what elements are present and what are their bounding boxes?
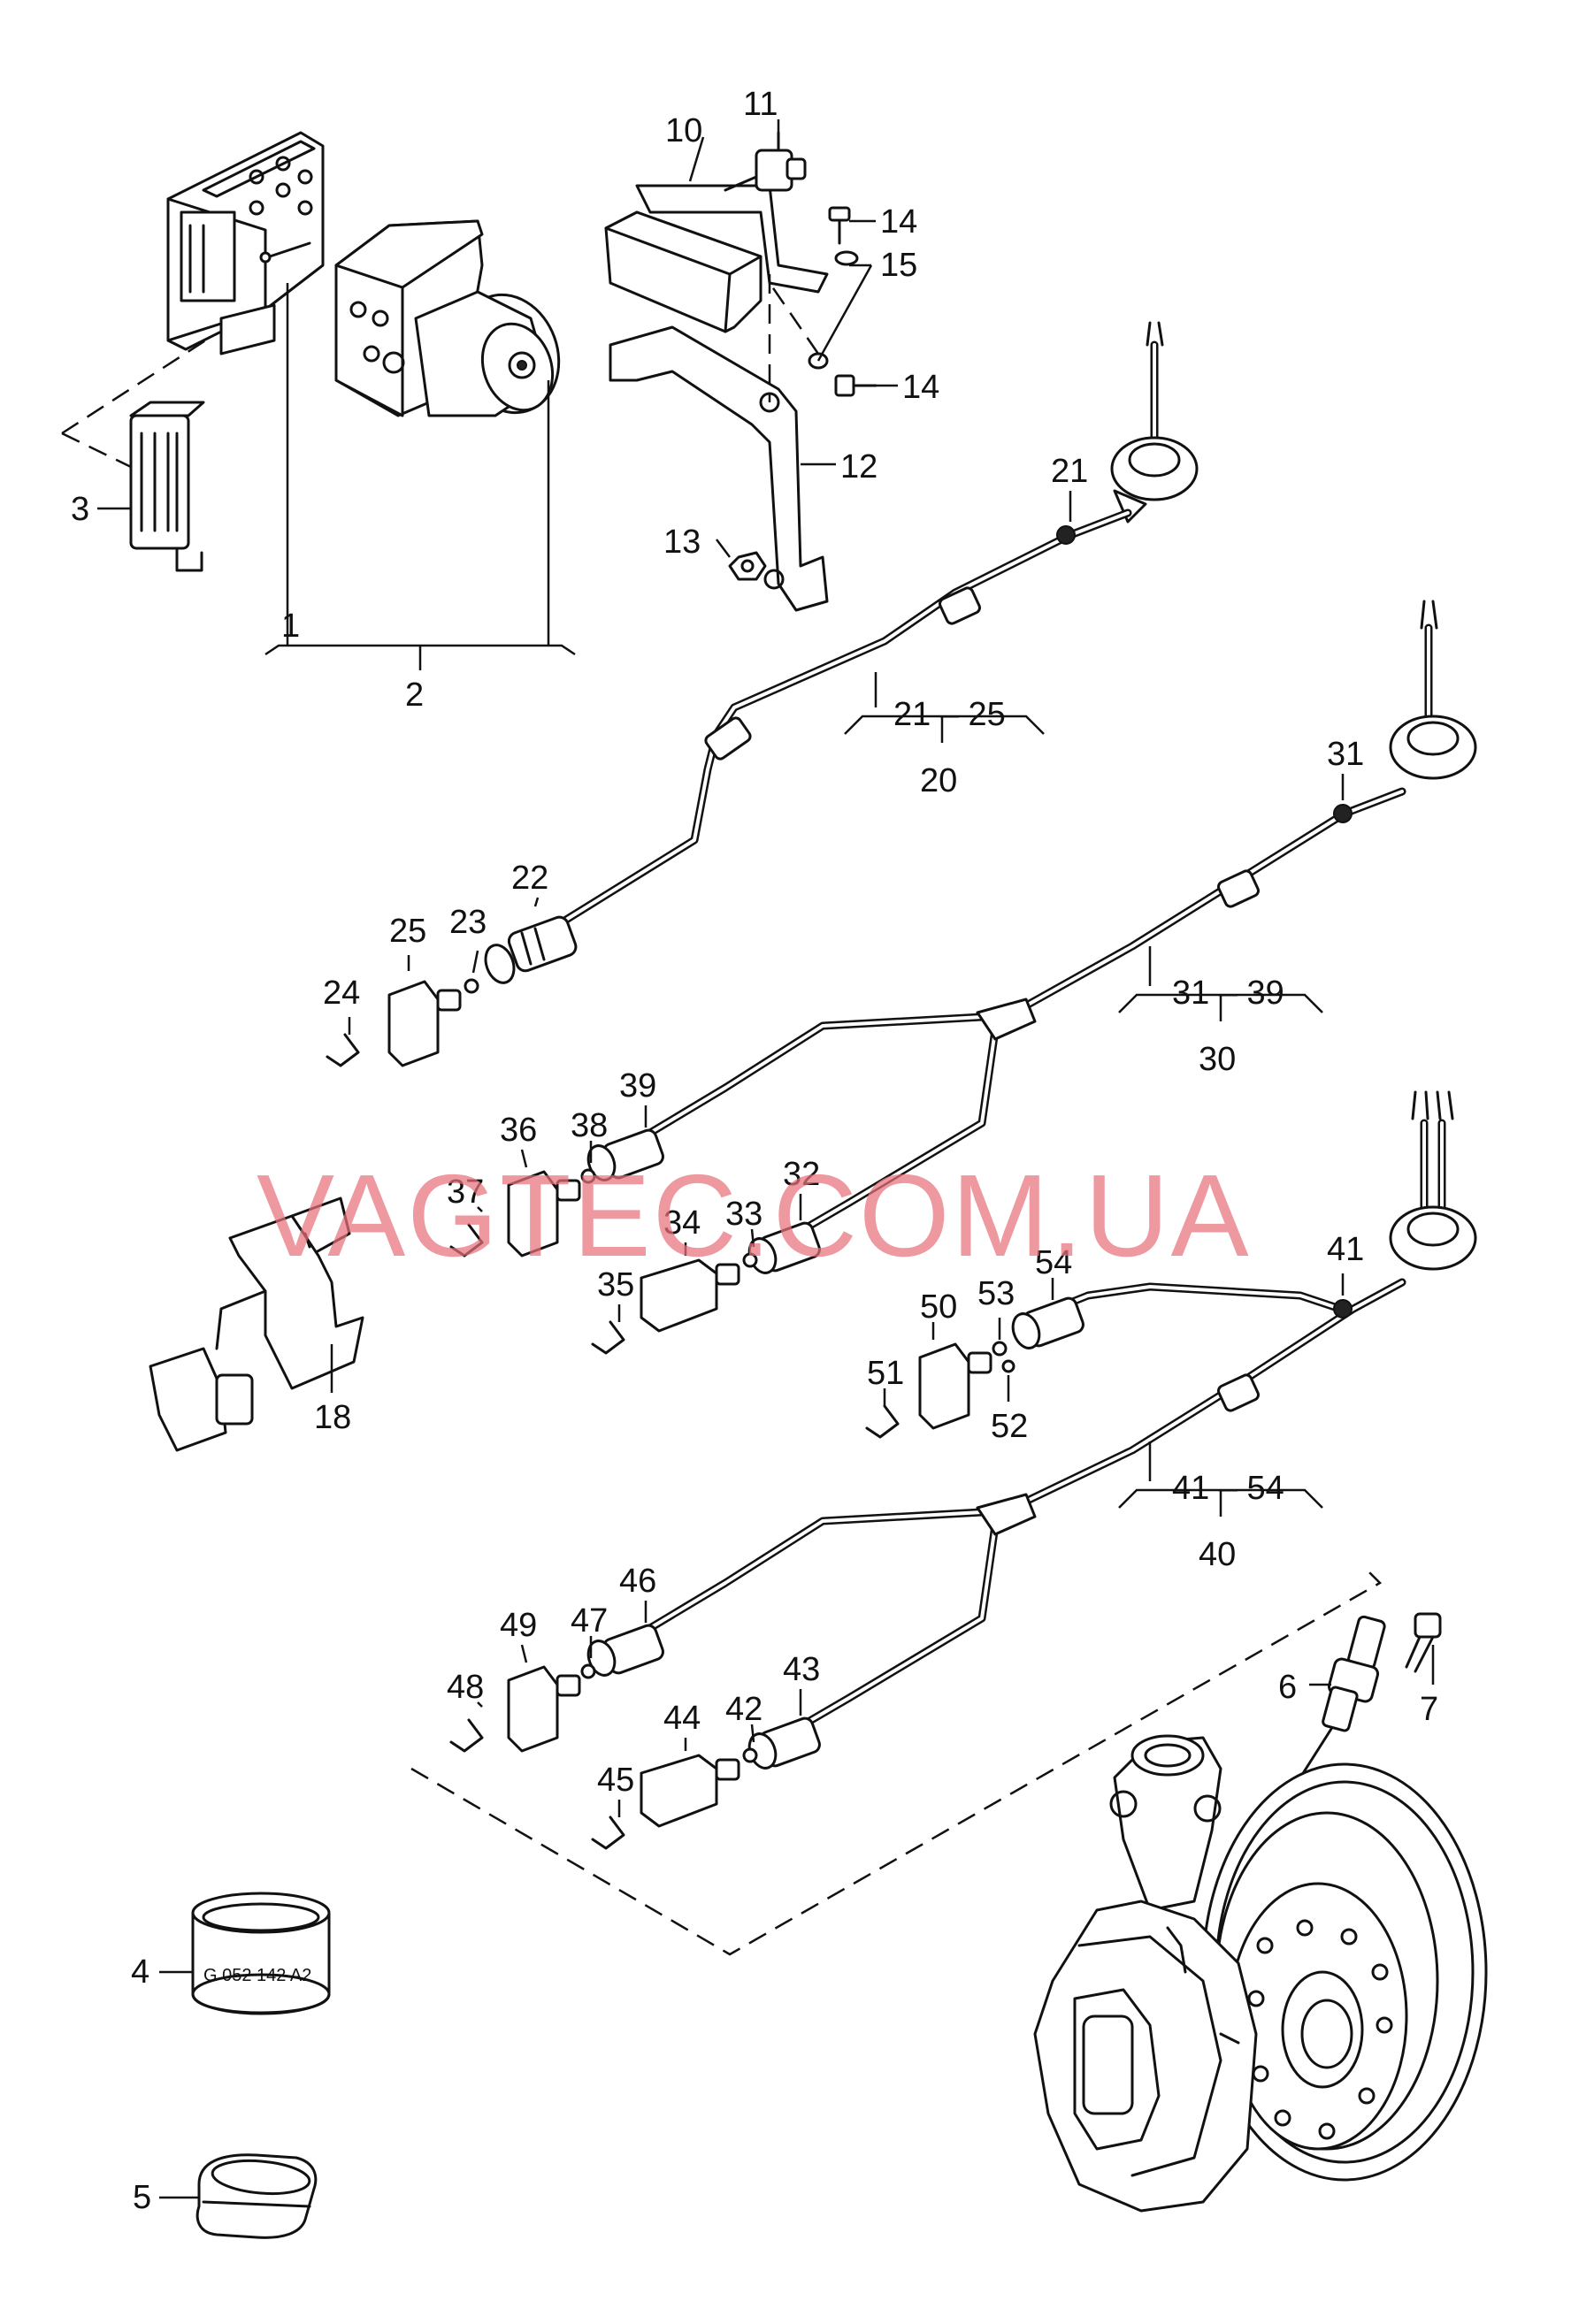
sensor-clip-25[interactable] xyxy=(387,980,462,1067)
callout-18: 18 xyxy=(314,1399,351,1436)
abs-hydraulic-unit[interactable] xyxy=(334,219,575,427)
bolt-14-top[interactable] xyxy=(828,206,851,245)
callout-35: 35 xyxy=(597,1266,634,1303)
callout-38: 38 xyxy=(571,1107,608,1144)
cable-bracket-18[interactable] xyxy=(149,1196,364,1452)
harness-connector[interactable] xyxy=(129,401,205,572)
callout-11: 11 xyxy=(743,86,778,123)
wheel-speed-cable-40[interactable] xyxy=(584,1090,1477,1772)
callout-4: 4 xyxy=(131,1953,149,1991)
callout-41: 41 xyxy=(1327,1231,1364,1268)
callout-36: 36 xyxy=(500,1112,537,1149)
callout-5: 5 xyxy=(133,2179,151,2216)
sensor-switch[interactable] xyxy=(724,131,807,192)
clip-48[interactable] xyxy=(449,1718,484,1753)
callout-15: 15 xyxy=(880,247,917,284)
sensor-bolt-7[interactable] xyxy=(1405,1612,1442,1673)
callout-range-41-54: 41 – 54 xyxy=(1172,1470,1284,1507)
seal-42[interactable] xyxy=(742,1747,758,1763)
callout-24: 24 xyxy=(323,975,360,1012)
part-number-marking: G 052 142 A2 xyxy=(203,1966,311,1985)
nut-13[interactable] xyxy=(728,551,767,581)
sensor-clip-44[interactable] xyxy=(640,1754,740,1828)
callout-23: 23 xyxy=(449,904,487,941)
seal-38[interactable] xyxy=(580,1168,596,1184)
callout-21: 21 xyxy=(1051,453,1088,490)
sensor-clip-34[interactable] xyxy=(640,1258,740,1333)
sealing-ring-4[interactable]: G 052 142 A2 xyxy=(191,1892,331,2015)
wheel-speed-cable-30[interactable] xyxy=(584,600,1477,1277)
mounting-bracket[interactable] xyxy=(609,184,829,612)
callout-34: 34 xyxy=(663,1204,701,1242)
callout-10: 10 xyxy=(665,112,702,149)
callout-54: 54 xyxy=(1035,1244,1072,1281)
callout-30: 30 xyxy=(1199,1041,1236,1078)
seal-53[interactable] xyxy=(992,1341,1008,1357)
seal-23[interactable] xyxy=(464,978,479,994)
callout-39: 39 xyxy=(619,1067,656,1105)
callout-12: 12 xyxy=(840,448,877,485)
callout-14-top: 14 xyxy=(880,203,917,241)
callout-44: 44 xyxy=(663,1700,701,1737)
callout-6: 6 xyxy=(1278,1669,1297,1706)
callout-47: 47 xyxy=(571,1602,608,1640)
seal-33[interactable] xyxy=(742,1252,758,1268)
callout-53: 53 xyxy=(977,1275,1015,1312)
callout-1: 1 xyxy=(281,608,300,645)
abs-control-unit[interactable] xyxy=(166,131,325,355)
callout-7: 7 xyxy=(1420,1691,1438,1728)
sensor-clip-36[interactable] xyxy=(507,1170,581,1258)
sensor-clip-49[interactable] xyxy=(507,1665,581,1753)
callout-25: 25 xyxy=(389,913,426,950)
callout-42: 42 xyxy=(725,1691,763,1728)
callout-31: 31 xyxy=(1327,736,1364,773)
seal-52[interactable] xyxy=(1001,1359,1015,1373)
bolt-14-bottom[interactable] xyxy=(834,374,877,397)
callout-range-31-39: 31 – 39 xyxy=(1172,975,1284,1012)
callout-20: 20 xyxy=(920,762,957,799)
callout-32: 32 xyxy=(783,1156,820,1193)
callout-37: 37 xyxy=(447,1173,484,1211)
callout-48: 48 xyxy=(447,1669,484,1706)
callout-49: 49 xyxy=(500,1607,537,1644)
callout-51: 51 xyxy=(867,1355,904,1392)
sensor-clip-50[interactable] xyxy=(918,1342,992,1430)
callout-45: 45 xyxy=(597,1762,634,1799)
clip-35[interactable] xyxy=(591,1320,625,1355)
callout-2: 2 xyxy=(405,677,424,714)
callout-13: 13 xyxy=(663,524,701,561)
watermark: VAGTEC.COM.UA xyxy=(257,1151,1251,1280)
callout-14-bottom: 14 xyxy=(902,369,939,406)
callout-33: 33 xyxy=(725,1196,763,1233)
wheel-speed-sensor[interactable] xyxy=(1299,1615,1386,1779)
callout-22: 22 xyxy=(511,860,548,897)
seal-47[interactable] xyxy=(580,1663,596,1679)
clip-24[interactable] xyxy=(326,1033,360,1067)
wheel-hub-assembly[interactable] xyxy=(1033,1734,1488,2213)
control-module-box[interactable] xyxy=(604,210,763,333)
callout-3: 3 xyxy=(71,491,89,528)
callout-range-21-25: 21 – 25 xyxy=(893,696,1006,733)
callout-50: 50 xyxy=(920,1288,957,1326)
washer-15-top[interactable] xyxy=(834,250,859,266)
clip-45[interactable] xyxy=(591,1816,625,1850)
callout-43: 43 xyxy=(783,1651,820,1688)
callout-46: 46 xyxy=(619,1563,656,1600)
grommet-5[interactable] xyxy=(195,2153,318,2239)
callout-52: 52 xyxy=(991,1408,1028,1445)
wheel-speed-cable-20[interactable] xyxy=(480,321,1199,987)
clip-51[interactable] xyxy=(865,1404,900,1439)
clip-37[interactable] xyxy=(449,1223,484,1258)
callout-40: 40 xyxy=(1199,1536,1236,1573)
